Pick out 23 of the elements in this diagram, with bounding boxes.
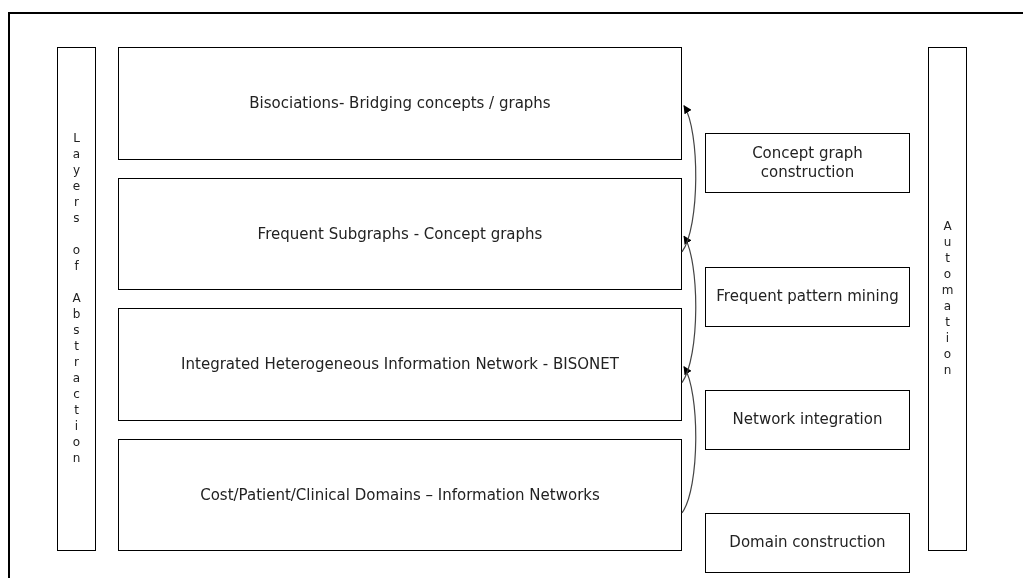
box-text: Frequent pattern mining: [715, 287, 900, 307]
curved-arrow: [681, 366, 697, 514]
layer-box: [118, 178, 682, 290]
automation-band: [928, 47, 967, 551]
box-text: Integrated Heterogeneous Information Network - BISONET: [180, 354, 620, 376]
box-text: Layers of Abstraction: [69, 131, 84, 467]
layer-box: [118, 308, 682, 421]
box-text: Network integration: [731, 410, 884, 430]
curved-arrow: [681, 105, 697, 253]
process-box: [705, 133, 910, 193]
process-box: [705, 267, 910, 327]
box-text: Automation: [940, 219, 955, 379]
box-text: Domain construction: [728, 533, 887, 553]
box-text: Concept graph construction: [751, 143, 864, 183]
process-box: [705, 390, 910, 450]
box-text: Frequent Subgraphs - Concept graphs: [256, 223, 544, 245]
layer-box: [118, 439, 682, 551]
box-text: Bisociations- Bridging concepts / graphs: [248, 93, 552, 115]
box-text: Cost/Patient/Clinical Domains – Information Networks: [199, 484, 601, 506]
layer-box: [118, 47, 682, 160]
layer-label-band: [57, 47, 96, 551]
curved-arrow: [681, 235, 697, 384]
process-box: [705, 513, 910, 573]
